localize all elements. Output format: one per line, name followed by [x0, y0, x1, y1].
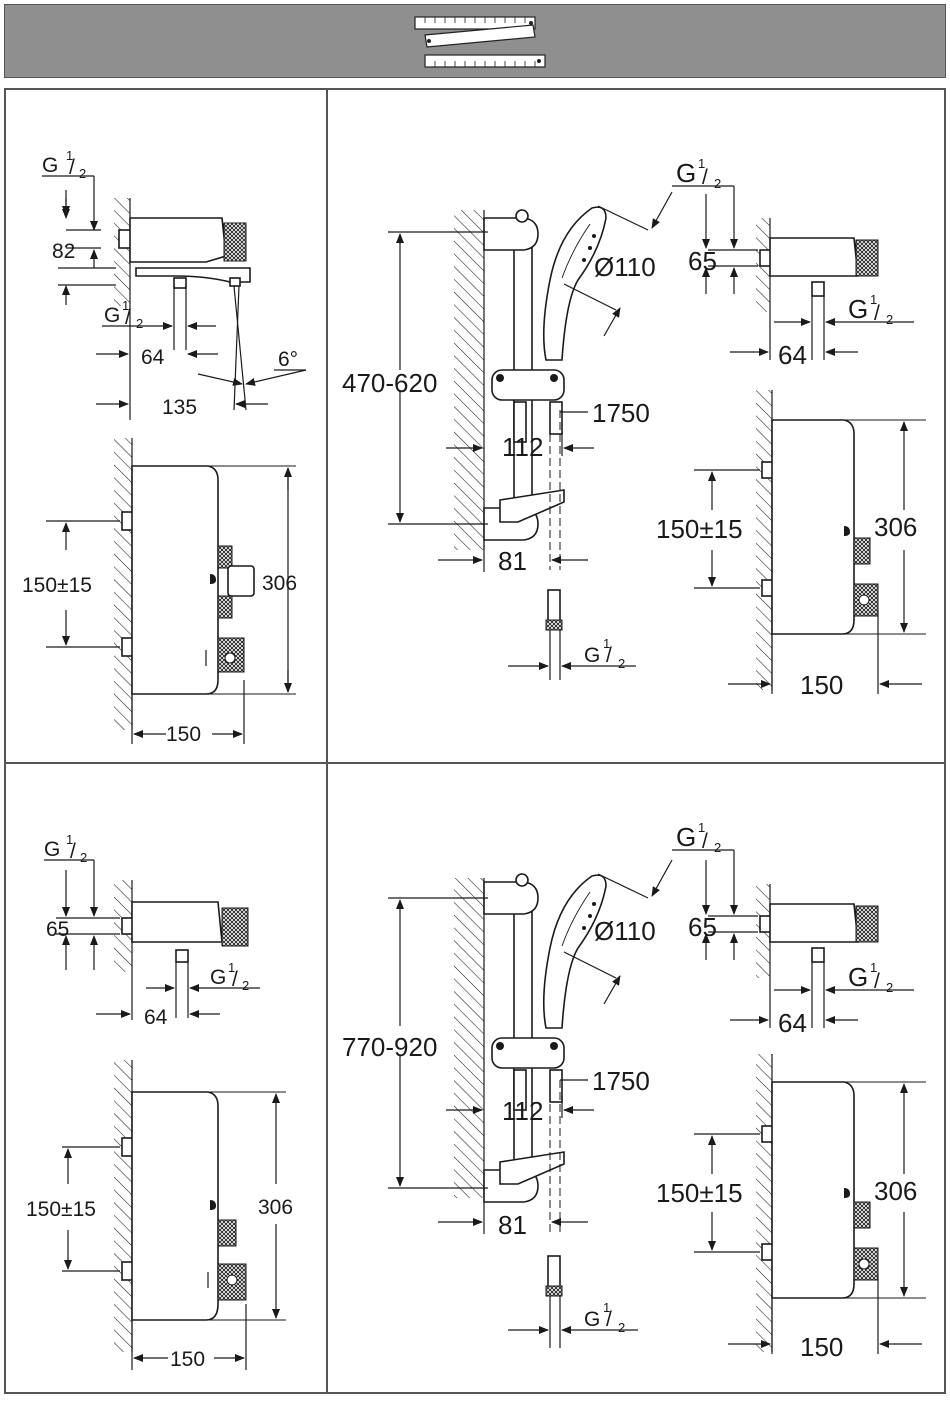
shower-rail-drawing-2: G 1 / 2 770-920 Ø110 1750 112 81: [328, 764, 944, 1392]
height-306: 306: [874, 512, 917, 542]
width-150: 150: [800, 670, 843, 700]
inlet-label: G: [42, 154, 58, 177]
outlet-label: G: [848, 294, 868, 324]
shower-mixer-drawing: G 1 / 2 65 G 1 / 2 64: [6, 764, 326, 1392]
svg-text:/: /: [702, 830, 708, 853]
shower-rail-drawing-1: G 1 / 2 470-620 Ø110 1750 112: [328, 90, 944, 762]
wall-hatch: [114, 198, 130, 306]
rail-height-range: 470-620: [342, 368, 437, 398]
front-view-shower-mixer: 306 150±15 150: [656, 1054, 926, 1362]
svg-text:/: /: [70, 840, 76, 863]
width-150: 150: [170, 1348, 205, 1371]
angle-6: 6°: [278, 348, 298, 371]
spacing-150-15: 150±15: [22, 574, 92, 597]
panel-top-left: G 1 / 2 82 G 1 / 2 64 135: [4, 88, 328, 764]
svg-text:2: 2: [242, 978, 249, 993]
side-view-bath-mixer: G 1 / 2 82 G 1 / 2 64 135: [42, 148, 306, 420]
shower-rail-set: G 1 / 2 770-920 Ø110 1750 112 81: [342, 860, 672, 1348]
height-306: 306: [258, 1196, 293, 1219]
bracket-depth-81: 81: [498, 546, 527, 576]
height-65: 65: [688, 912, 717, 942]
height-65: 65: [46, 918, 69, 941]
svg-text:/: /: [874, 302, 880, 325]
rail-offset-112: 112: [502, 1096, 543, 1126]
svg-text:/: /: [69, 156, 75, 179]
panel-bottom-left: G 1 / 2 65 G 1 / 2 64: [4, 762, 328, 1394]
inlet-label: G: [44, 838, 60, 861]
shower-diameter: Ø110: [594, 916, 656, 946]
svg-text:2: 2: [136, 316, 143, 331]
spacing-150-15: 150±15: [656, 514, 743, 544]
outlet-label: G: [104, 304, 120, 327]
side-view-shower-mixer: G 1 / 2 65 G 1 / 2 64: [672, 820, 914, 1038]
svg-text:2: 2: [714, 176, 721, 191]
hose-conn-label: G: [584, 644, 600, 667]
height-306: 306: [262, 572, 297, 595]
panel-top-right: G 1 / 2 470-620 Ø110 1750 112: [326, 88, 946, 764]
hose-length-1750: 1750: [592, 398, 650, 428]
outlet-label: G: [848, 962, 868, 992]
front-view-bath-mixer: 306 150±15 150: [22, 438, 297, 746]
svg-text:2: 2: [886, 980, 893, 995]
svg-text:/: /: [702, 166, 708, 189]
hose-length-1750: 1750: [592, 1066, 650, 1096]
svg-text:/: /: [606, 1308, 612, 1331]
panel-bottom-right: G 1 / 2 770-920 Ø110 1750 112 81: [326, 762, 946, 1394]
svg-text:2: 2: [618, 656, 625, 671]
outlet-offset-64: 64: [144, 1006, 168, 1029]
hose-conn-label: G: [584, 1308, 600, 1331]
height-82-label: 82: [52, 240, 75, 263]
svg-text:2: 2: [886, 312, 893, 327]
spacing-150-15: 150±15: [26, 1198, 96, 1221]
front-view-shower-mixer: 306 150±15 150: [656, 390, 926, 700]
height-306: 306: [874, 1176, 917, 1206]
spacing-150-15: 150±15: [656, 1178, 743, 1208]
shower-diameter: Ø110: [594, 252, 656, 282]
rail-offset-112: 112: [502, 432, 543, 462]
inlet-label: G: [676, 158, 696, 188]
outlet-label: G: [210, 966, 226, 989]
outlet-offset-64: 64: [778, 1008, 807, 1038]
outlet-offset-64: 64: [778, 340, 807, 370]
height-65: 65: [688, 246, 717, 276]
header-bar: [4, 4, 946, 78]
side-view-shower-mixer: G 1 / 2 65 G 1 / 2 64: [672, 156, 914, 370]
spout-depth-135: 135: [162, 396, 197, 419]
svg-text:2: 2: [80, 850, 87, 865]
svg-text:2: 2: [618, 1320, 625, 1335]
inlet-label: G: [676, 822, 696, 852]
side-view-shower-mixer: G 1 / 2 65 G 1 / 2 64: [44, 832, 260, 1029]
svg-text:2: 2: [714, 840, 721, 855]
folding-ruler-icon: [413, 15, 547, 73]
outlet-offset-64: 64: [141, 346, 165, 369]
bracket-depth-81: 81: [498, 1210, 527, 1240]
width-150: 150: [800, 1332, 843, 1362]
shower-rail-set: G 1 / 2 470-620 Ø110 1750 112: [342, 192, 672, 680]
bath-mixer-drawing: G 1 / 2 82 G 1 / 2 64 135: [6, 90, 326, 762]
svg-text:/: /: [874, 970, 880, 993]
svg-text:2: 2: [79, 166, 86, 181]
width-150: 150: [166, 723, 201, 746]
svg-text:/: /: [606, 644, 612, 667]
svg-text:/: /: [232, 968, 238, 991]
front-view-shower-mixer: 306 150±15 150: [26, 1060, 293, 1371]
rail-height-range: 770-920: [342, 1032, 437, 1062]
temperature-knob: [224, 223, 246, 261]
